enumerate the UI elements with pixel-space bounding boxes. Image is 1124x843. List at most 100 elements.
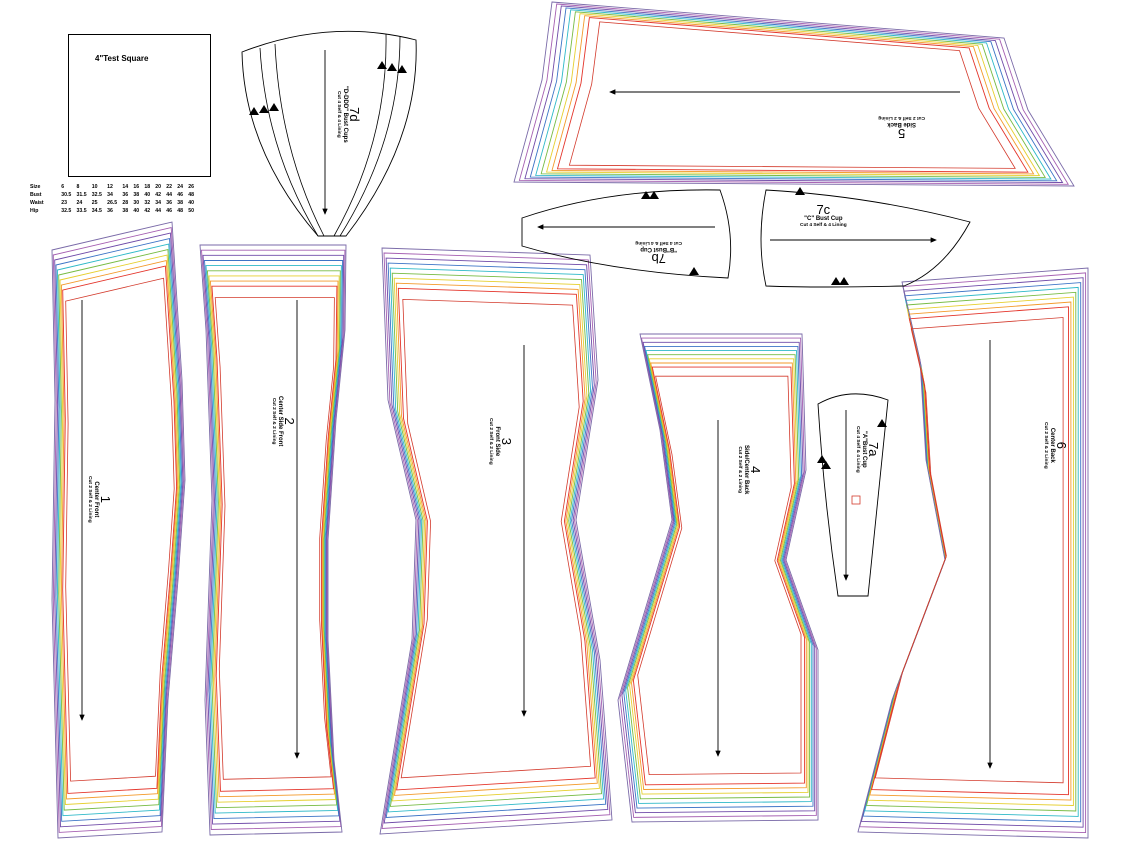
size-chart-row-label: Size bbox=[30, 184, 41, 190]
piece-2-size-line bbox=[211, 285, 338, 792]
piece-cut-note: Cut 2 Self & 2 Lining bbox=[737, 446, 743, 493]
piece-title: Side/Center Back bbox=[743, 445, 749, 495]
piece-label-5: 5 Side Back Cut 2 Self & 2 Lining bbox=[878, 115, 925, 141]
piece-5-size-line bbox=[518, 3, 1070, 185]
size-chart-cell: 40 bbox=[133, 208, 140, 214]
piece-number: 4 bbox=[748, 466, 763, 474]
piece-7b-outline bbox=[521, 189, 732, 279]
size-chart-cell: 38 bbox=[133, 192, 140, 198]
piece-cut-note: Cut 4 Self & 4 Lining bbox=[635, 240, 682, 246]
piece-7a-notch bbox=[821, 461, 831, 469]
size-chart-cell: 44 bbox=[155, 208, 162, 214]
piece-4-size-line bbox=[627, 354, 811, 800]
piece-5-size-line bbox=[529, 7, 1058, 182]
piece-number: 7a bbox=[866, 442, 881, 457]
piece-number: 3 bbox=[499, 437, 514, 445]
piece-number: 2 bbox=[282, 417, 297, 425]
piece-7a-mark bbox=[851, 495, 861, 505]
piece-7d-size-line bbox=[259, 47, 319, 237]
size-chart-cell: 24 bbox=[76, 200, 83, 206]
size-chart-cell: 42 bbox=[144, 208, 151, 214]
piece-1-size-line bbox=[55, 237, 183, 822]
size-chart-cell: 31.5 bbox=[76, 192, 87, 198]
size-chart-cell: 38 bbox=[122, 208, 129, 214]
piece-5-size-line bbox=[551, 15, 1035, 175]
piece-number: 7c bbox=[816, 202, 831, 217]
size-chart-cell: 10 bbox=[91, 184, 98, 190]
piece-7d-notch bbox=[377, 61, 387, 69]
piece-1-cut-line bbox=[51, 221, 186, 839]
piece-label-2: 2 Center Side Front Cut 2 Self & 2 Linin… bbox=[271, 396, 297, 447]
piece-5-size-line bbox=[556, 17, 1029, 173]
piece-3-size-line bbox=[389, 272, 602, 807]
piece-label-6: 6 Center Back Cut 2 Self & 2 Lining bbox=[1043, 422, 1069, 469]
size-chart-cell: 32 bbox=[144, 200, 151, 206]
piece-2-cut-line bbox=[199, 244, 347, 836]
size-chart-cell: 26.5 bbox=[107, 200, 118, 206]
piece-2-size-line bbox=[208, 275, 340, 803]
size-chart-cell: 42 bbox=[155, 192, 162, 198]
piece-7b-notch bbox=[689, 267, 699, 275]
size-chart-cell: 33.5 bbox=[76, 208, 87, 214]
piece-4-size-line bbox=[619, 337, 817, 818]
pieces-layer bbox=[51, 1, 1089, 839]
size-chart-cell: 38 bbox=[177, 200, 183, 206]
size-chart-cell: 16 bbox=[133, 184, 140, 190]
piece-5-size-line bbox=[524, 5, 1064, 183]
piece-7d-size-line bbox=[339, 35, 401, 237]
piece-4-size-line bbox=[631, 362, 807, 790]
piece-4-size-line bbox=[625, 350, 812, 804]
size-chart-cell: 36 bbox=[122, 192, 129, 198]
size-chart-cell: 32.5 bbox=[91, 192, 102, 198]
size-chart-cell: 28 bbox=[122, 200, 129, 206]
piece-5-size-line bbox=[546, 13, 1041, 177]
size-chart-cell: 34.5 bbox=[91, 208, 102, 214]
piece-label-7d: 7d "D-DDD" Bust Cups Cut 4 Self & 4 Lini… bbox=[336, 86, 362, 143]
size-chart-cell: 18 bbox=[144, 184, 151, 190]
size-chart-cell: 32.5 bbox=[61, 208, 72, 214]
piece-1-seam-line bbox=[65, 277, 175, 782]
piece-number: 5 bbox=[898, 126, 906, 141]
piece-7d-size-line bbox=[274, 43, 325, 237]
piece-cut-note: Cut 2 Self & 2 Lining bbox=[87, 476, 93, 523]
piece-title: "C" Bust Cup bbox=[804, 216, 843, 222]
piece-title: Center Side Front bbox=[277, 396, 283, 447]
size-chart-cell: 20 bbox=[155, 184, 162, 190]
piece-1-size-line bbox=[62, 265, 178, 794]
piece-number: 7b bbox=[651, 251, 666, 266]
size-chart-cell: 25 bbox=[91, 200, 98, 206]
piece-label-3: 3 Front Side Cut 2 Self & 2 Lining bbox=[488, 418, 514, 465]
piece-title: "B"Bust Cup bbox=[640, 246, 678, 252]
size-chart-cell: 30.5 bbox=[61, 192, 72, 198]
piece-4-size-line bbox=[621, 341, 816, 814]
piece-4-cut-line bbox=[617, 333, 819, 823]
size-chart-cell: 40 bbox=[188, 200, 194, 206]
piece-label-7c: 7c "C" Bust Cup Cut 4 Self & 4 Lining bbox=[800, 203, 847, 228]
piece-title: Center Back bbox=[1049, 427, 1055, 463]
size-chart-row-label: Waist bbox=[30, 200, 44, 206]
size-chart-cell: 36 bbox=[166, 200, 173, 206]
piece-6-size-line bbox=[871, 306, 1069, 796]
piece-label-7b: 7b "B"Bust Cup Cut 4 Self & 4 Lining bbox=[635, 240, 682, 266]
piece-7a-outline bbox=[817, 393, 889, 597]
piece-6-size-line bbox=[869, 301, 1072, 801]
test-square: 4"Test Square bbox=[68, 34, 211, 177]
size-chart-cell: 34 bbox=[107, 192, 113, 198]
size-chart-cell: 44 bbox=[166, 192, 173, 198]
piece-4-seam-line bbox=[637, 375, 802, 776]
piece-5-size-line bbox=[535, 9, 1052, 180]
piece-7d-notch bbox=[269, 103, 279, 111]
size-chart-row-label: Bust bbox=[30, 192, 42, 198]
piece-7c-notch bbox=[831, 277, 841, 285]
piece-1-size-line bbox=[52, 226, 185, 833]
piece-number: 6 bbox=[1054, 441, 1069, 449]
size-chart-cell: 34 bbox=[155, 200, 162, 206]
piece-label-7a: 7a "A"Bust Cup Cut 4 Self & 4 Lining bbox=[855, 426, 881, 473]
piece-4-size-line bbox=[632, 366, 806, 786]
piece-2-size-line bbox=[206, 270, 341, 809]
